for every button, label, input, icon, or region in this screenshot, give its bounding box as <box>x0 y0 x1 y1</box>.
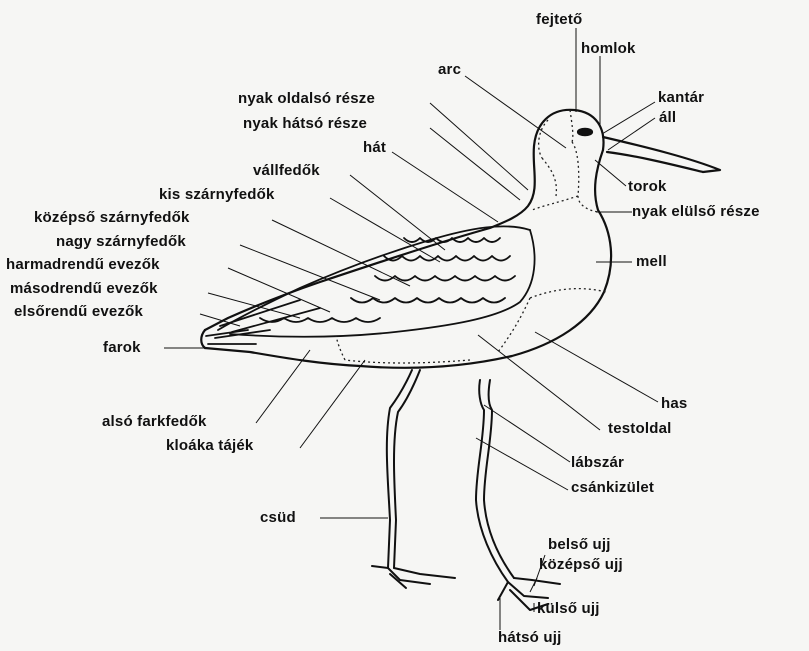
label-kantar: kantár <box>658 90 704 105</box>
label-mell: mell <box>636 254 667 269</box>
label-has: has <box>661 396 687 411</box>
wing-outline <box>206 226 535 344</box>
label-arc: arc <box>438 62 461 77</box>
label-hatso-ujj: hátsó ujj <box>498 630 561 645</box>
label-fejteto: fejtető <box>536 12 582 27</box>
label-nyak-elulso: nyak elülső része <box>632 204 760 219</box>
label-torok: torok <box>628 179 667 194</box>
label-nyak-oldalso: nyak oldalsó része <box>238 91 375 106</box>
label-hat: hát <box>363 140 386 155</box>
bird-outline <box>201 110 720 368</box>
label-csankizulet: csánkizület <box>571 480 654 495</box>
label-homlok: homlok <box>581 41 636 56</box>
label-elsorendu-evezok: elsőrendű evezők <box>14 304 143 319</box>
label-kis-szarnyfedok: kis szárnyfedők <box>159 187 275 202</box>
label-farok: farok <box>103 340 141 355</box>
label-masodrendu-evezok: másodrendű evezők <box>10 281 158 296</box>
label-kozepso-szarnyfedok: középső szárnyfedők <box>34 210 190 225</box>
label-nagy-szarnyfedok: nagy szárnyfedők <box>56 234 186 249</box>
label-kozepso-ujj: középső ujj <box>539 557 623 572</box>
label-belso-ujj: belső ujj <box>548 537 611 552</box>
label-testoldal: testoldal <box>608 421 671 436</box>
legs <box>372 370 560 610</box>
label-vallfedok: vállfedők <box>253 163 320 178</box>
label-kloaka-tajek: kloáka tájék <box>166 438 253 453</box>
label-also-farkfedok: alsó farkfedők <box>102 414 207 429</box>
label-all: áll <box>659 110 676 125</box>
label-labszar: lábszár <box>571 455 624 470</box>
label-nyak-hatso: nyak hátsó része <box>243 116 367 131</box>
label-kulso-ujj: külső ujj <box>537 601 600 616</box>
label-harmadrendu-evezok: harmadrendű evezők <box>6 257 160 272</box>
label-csud: csüd <box>260 510 296 525</box>
